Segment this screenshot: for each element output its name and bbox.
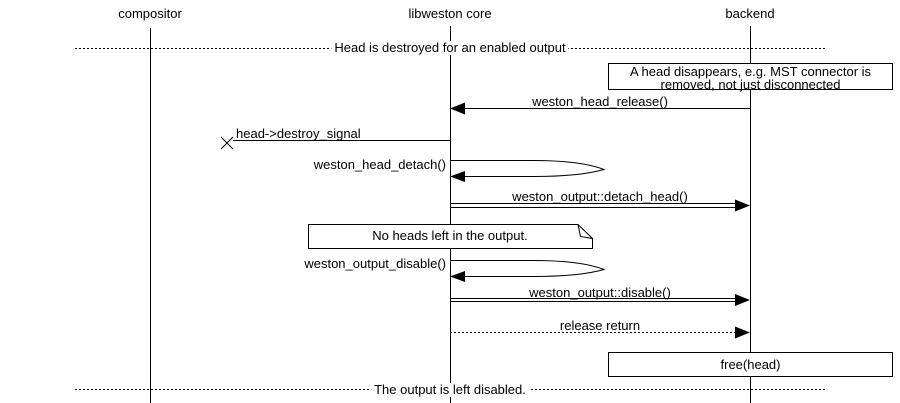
- action-box-free-head: free(head): [608, 352, 893, 377]
- note-fold-icon: [577, 224, 593, 239]
- message-release-return: [450, 326, 750, 339]
- message-weston-output-disable-call: [450, 294, 750, 306]
- message-label-weston-output-detach-head: weston_output::detach_head(): [512, 189, 688, 204]
- participant-libweston-core: libweston core: [408, 6, 492, 21]
- arrowhead-left-icon: [450, 102, 465, 115]
- message-weston-output-disable: [450, 260, 606, 282]
- lost-message-cross-icon: [220, 136, 234, 150]
- message-head-destroy-signal: [220, 136, 450, 150]
- note-no-heads-left: [308, 224, 593, 249]
- participant-backend: backend: [725, 6, 775, 21]
- self-call-loop: [450, 260, 606, 277]
- arrowhead-left-icon: [450, 271, 465, 282]
- note-no-heads-left-text: No heads left in the output.: [372, 228, 528, 243]
- divider-head-destroyed: Head is destroyed for an enabled output: [331, 41, 569, 55]
- note-head-disappears: A head disappears, e.g. MST connector is…: [608, 63, 893, 92]
- double-line: [450, 298, 736, 302]
- message-weston-head-release: [450, 102, 750, 115]
- message-weston-head-detach: [450, 160, 606, 182]
- participant-compositor: compositor: [118, 6, 182, 21]
- message-label-weston-output-disable-call: weston_output::disable(): [529, 285, 671, 300]
- arrowhead-right-icon: [735, 326, 750, 339]
- note-shape: [308, 224, 593, 249]
- note-text: A head disappears, e.g. MST connector is…: [629, 64, 872, 92]
- double-line: [450, 203, 736, 208]
- message-label-weston-head-detach: weston_head_detach(): [313, 157, 446, 172]
- message-label-weston-output-disable: weston_output_disable(): [304, 256, 446, 271]
- self-call-loop: [450, 160, 606, 177]
- divider-output-left-disabled: The output is left disabled.: [371, 383, 529, 397]
- message-label-weston-head-release: weston_head_release(): [532, 94, 668, 109]
- arrowhead-left-icon: [450, 171, 465, 182]
- message-label-head-destroy-signal: head->destroy_signal: [236, 126, 361, 141]
- arrowhead-right-icon: [735, 199, 750, 212]
- arrowhead-right-icon: [735, 294, 750, 306]
- message-label-release-return: release return: [559, 318, 641, 333]
- message-weston-output-detach-head: [450, 199, 750, 212]
